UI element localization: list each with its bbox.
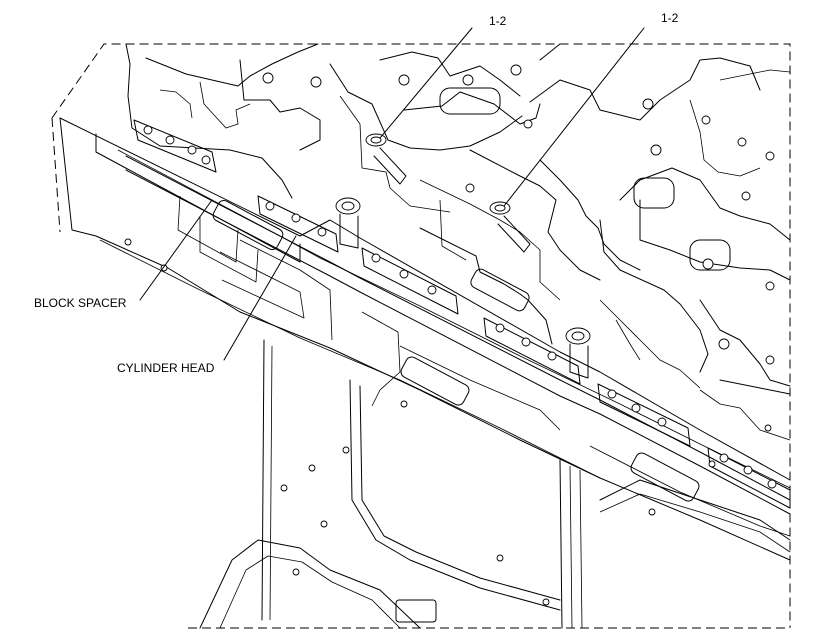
callout-bolt-right: 1-2 [661, 11, 679, 25]
cylinder-head-left [125, 43, 541, 213]
leader-bolt-right [503, 27, 645, 207]
openings [212, 87, 731, 502]
head-holes [124, 64, 775, 606]
leader-lines [139, 27, 645, 361]
label-block-spacer: BLOCK SPACER [34, 296, 127, 310]
bolt-lower-left [335, 197, 361, 249]
leader-bolt-left [379, 27, 473, 139]
leader-block-spacer [139, 199, 213, 301]
pad-holes [143, 125, 777, 489]
bolt-right [489, 201, 531, 253]
engine-block-face [59, 117, 791, 629]
break-boundary [51, 43, 791, 629]
cylinder-head-right [599, 69, 791, 441]
leader-cylinder-head [223, 235, 297, 361]
bolt-lower-right [565, 327, 591, 379]
callout-bolt-left: 1-2 [489, 14, 507, 28]
bolt-left [365, 133, 407, 185]
block-spacer-rail [95, 133, 791, 537]
cylinder-head-center [419, 43, 761, 345]
label-cylinder-head: CYLINDER HEAD [117, 361, 215, 375]
mounting-pads [133, 119, 791, 509]
